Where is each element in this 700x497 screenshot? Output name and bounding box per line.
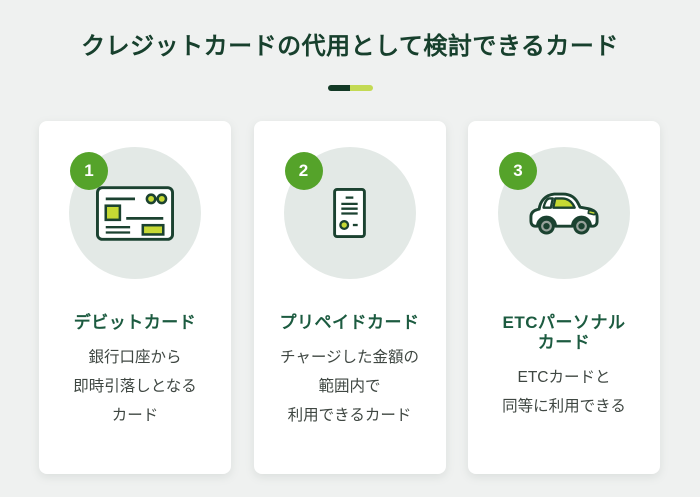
- card-description-line: 範囲内で: [318, 378, 381, 395]
- icon-circle: [69, 147, 201, 279]
- card-title: プリペイドカード: [254, 313, 446, 333]
- card-description-line: 同等に利用できる: [502, 398, 626, 415]
- prepaid-card-icon: [333, 188, 366, 238]
- card-title: ETCパーソナル カード: [468, 313, 660, 353]
- card-title-line: カード: [537, 333, 591, 352]
- number-badge: 2: [284, 152, 323, 190]
- card-description: 銀行口座から 即時引落しとなる カード: [39, 343, 231, 430]
- title-divider: [327, 85, 373, 91]
- card-title-line: プリペイドカード: [279, 313, 420, 332]
- card-prepaid: 2 プリペイドカード チャージした金額の 範囲内で 利用できるカード: [253, 121, 446, 474]
- page-title: クレジットカードの代用として検討できるカード: [81, 33, 619, 60]
- number-badge: 1: [70, 152, 108, 190]
- card-title: デビットカード: [39, 313, 231, 333]
- card-description: ETCカードと 同等に利用できる: [468, 363, 660, 421]
- card-description-line: ETCカードと: [517, 369, 611, 386]
- number-badge: 3: [499, 152, 537, 190]
- card-description-line: カード: [111, 407, 159, 424]
- divider-dark-segment: [327, 85, 350, 91]
- card-description-line: 銀行口座から: [88, 349, 182, 366]
- cards-row: 1 デビットカード 銀行口座から 即時引落しとな: [39, 121, 661, 474]
- card-title-line: デビットカード: [73, 313, 197, 332]
- card-description-line: チャージした金額の: [279, 349, 420, 366]
- card-description-line: 利用できるカード: [287, 407, 412, 424]
- card-title-line: ETCパーソナル: [502, 313, 626, 332]
- card-debit: 1 デビットカード 銀行口座から 即時引落しとな: [39, 121, 231, 474]
- divider-light-segment: [350, 85, 373, 91]
- card-etc-personal: 3 ETCパーソナル カード ETCカードと 同等に利: [468, 121, 660, 474]
- card-description: チャージした金額の 範囲内で 利用できるカード: [254, 343, 446, 430]
- debit-card-icon: [96, 185, 174, 241]
- card-description-line: 即時引落しとなる: [73, 378, 197, 395]
- etc-personal-card-icon: [529, 192, 599, 235]
